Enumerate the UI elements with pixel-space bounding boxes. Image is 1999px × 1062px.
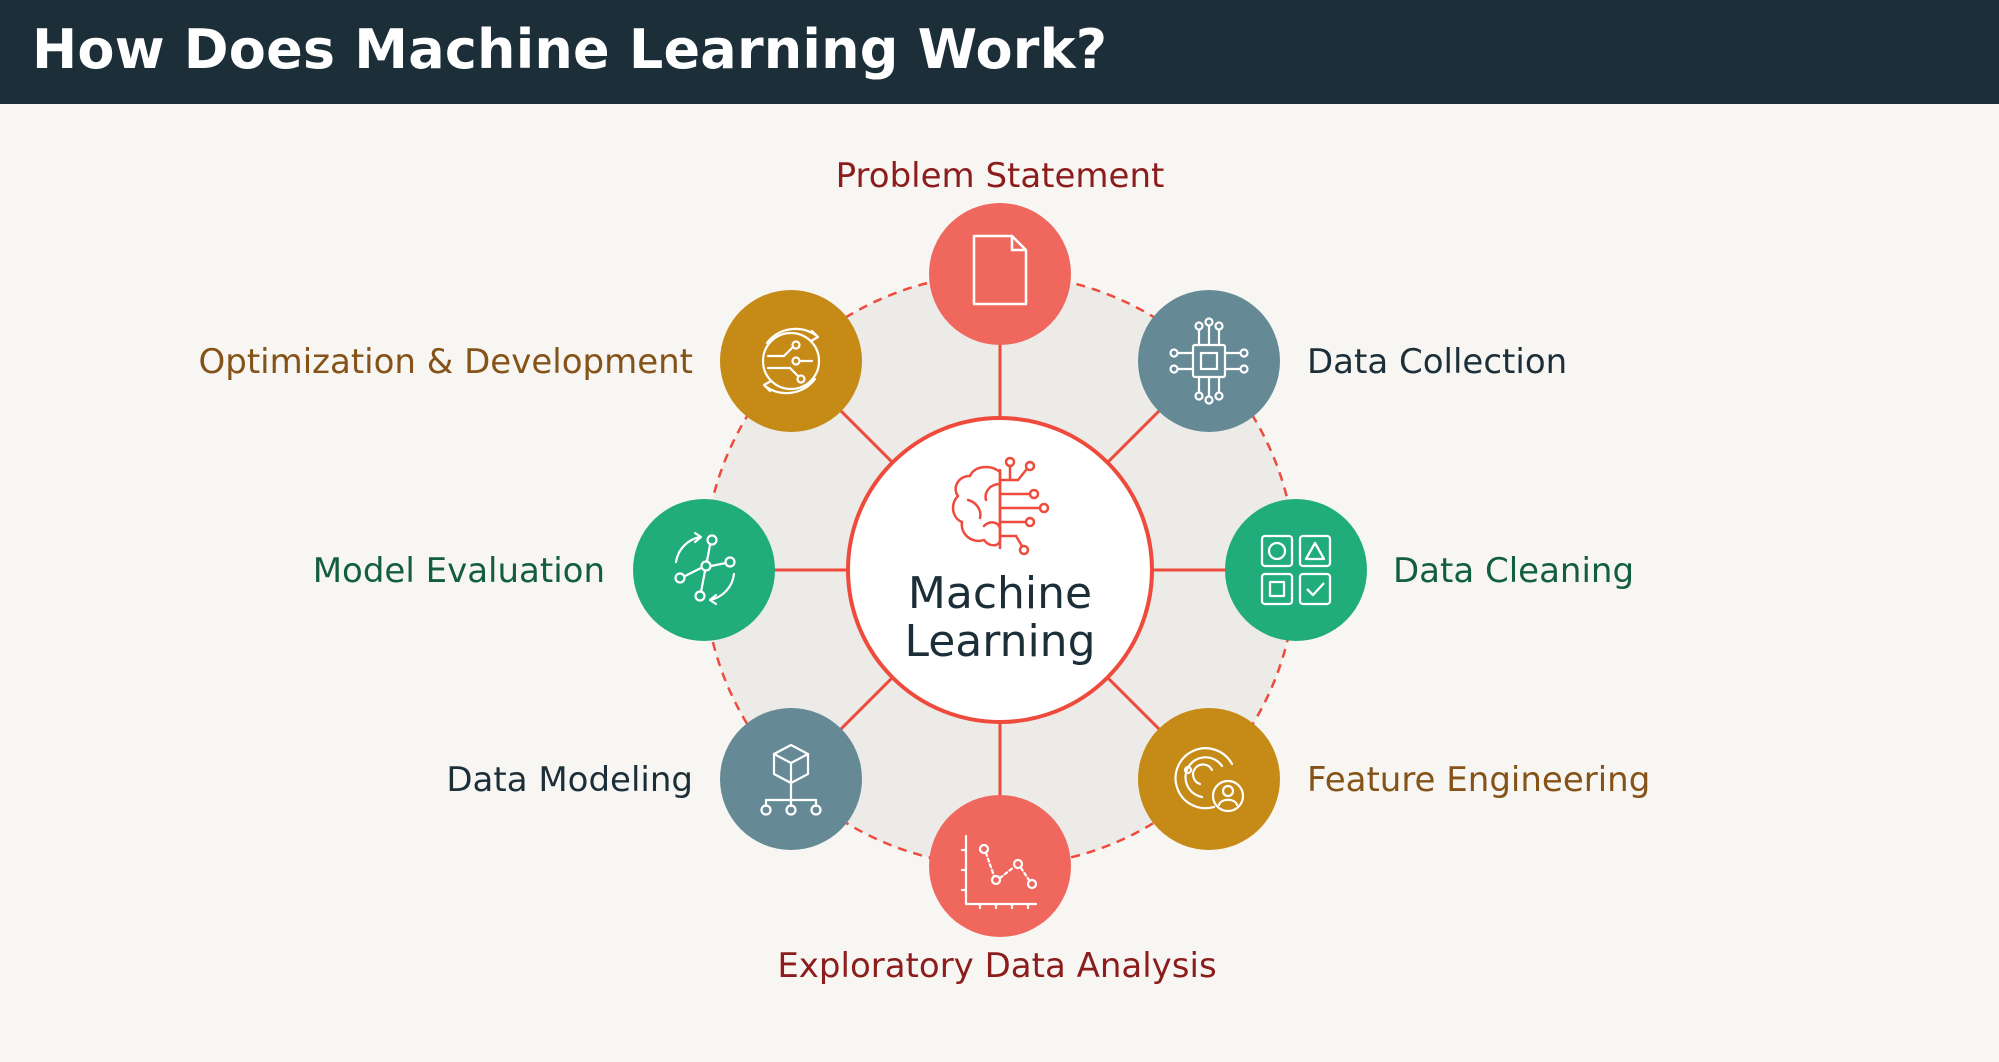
circuit-chip-icon [1169, 317, 1249, 405]
label-data-collection: Data Collection [1307, 342, 1567, 382]
node-feature-engineering: Feature Engineering [1138, 708, 1650, 850]
brain-circuit-icon [951, 456, 1050, 556]
node-exploratory-data-analysis: Exploratory Data Analysis [777, 795, 1217, 986]
node-model-evaluation: Model Evaluation [313, 499, 775, 641]
cycle-graph-icon [674, 531, 736, 606]
cube-network-icon [760, 743, 822, 816]
document-icon [972, 234, 1028, 306]
shapes-grid-icon [1260, 534, 1332, 606]
node-optimization-development: Optimization & Development [198, 290, 862, 432]
circuit-refresh-icon [761, 327, 821, 395]
label-exploratory-data-analysis: Exploratory Data Analysis [777, 946, 1216, 986]
label-data-modeling: Data Modeling [446, 760, 693, 800]
node-data-collection: Data Collection [1138, 290, 1567, 432]
node-data-cleaning: Data Cleaning [1225, 499, 1634, 641]
label-data-cleaning: Data Cleaning [1393, 551, 1634, 591]
page-title: How Does Machine Learning Work? [32, 18, 1108, 81]
label-optimization-development: Optimization & Development [198, 342, 693, 382]
center-label-line2: Learning [904, 616, 1095, 667]
title-bar: How Does Machine Learning Work? [0, 0, 1999, 104]
label-model-evaluation: Model Evaluation [313, 551, 605, 591]
center-label-line1: Machine [908, 568, 1092, 619]
node-problem-statement: Problem Statement [836, 156, 1165, 345]
scatter-chart-icon [960, 834, 1038, 910]
label-feature-engineering: Feature Engineering [1307, 760, 1650, 800]
label-problem-statement: Problem Statement [836, 156, 1165, 196]
node-data-modeling: Data Modeling [446, 708, 862, 850]
center-node: Machine Learning [846, 416, 1154, 724]
fingerprint-user-icon [1174, 747, 1245, 813]
